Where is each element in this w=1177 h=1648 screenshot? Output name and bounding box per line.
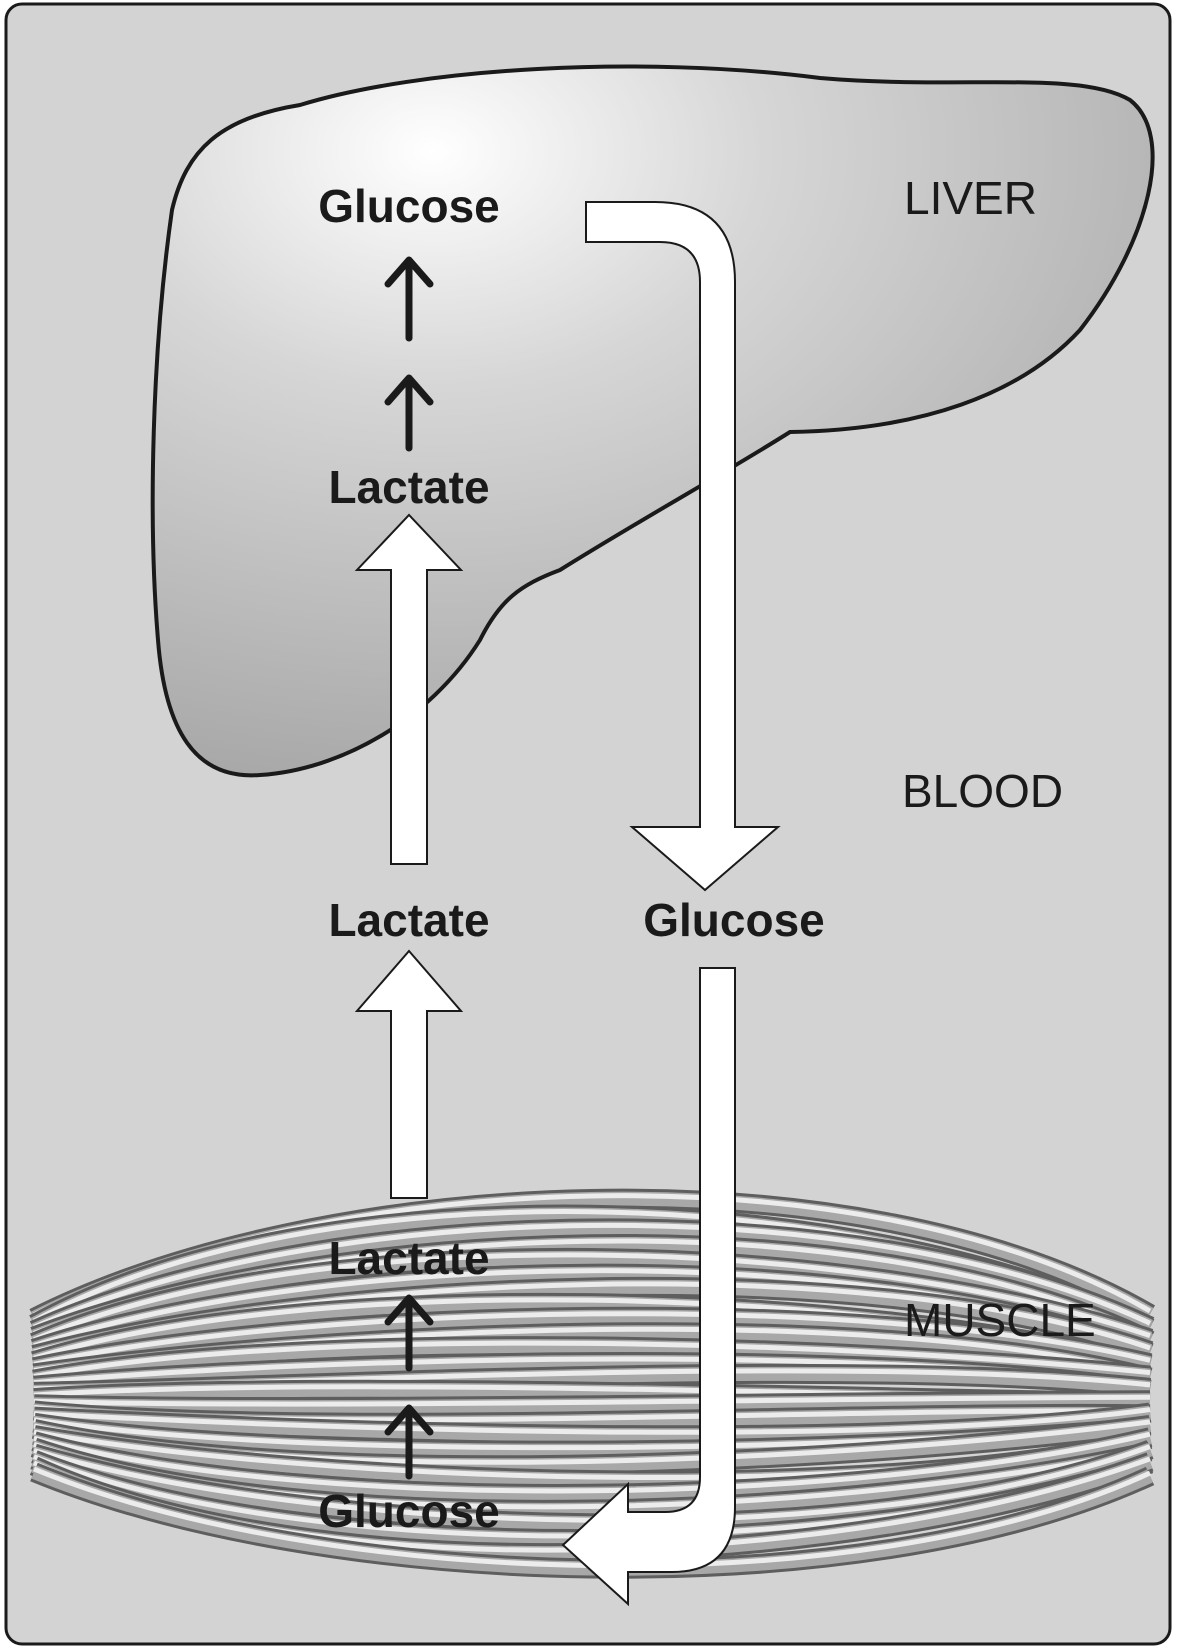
blood-glucose-label: Glucose — [643, 894, 825, 946]
blood-region-label: BLOOD — [902, 765, 1063, 817]
muscle-tissue — [34, 1196, 1150, 1569]
muscle-region-label: MUSCLE — [904, 1294, 1096, 1346]
liver-region-label: LIVER — [904, 172, 1037, 224]
blood-lactate-label: Lactate — [328, 894, 489, 946]
liver-lactate-label: Lactate — [328, 461, 489, 513]
muscle-lactate-label: Lactate — [328, 1232, 489, 1284]
liver-glucose-label: Glucose — [318, 180, 500, 232]
muscle-glucose-label: Glucose — [318, 1485, 500, 1537]
